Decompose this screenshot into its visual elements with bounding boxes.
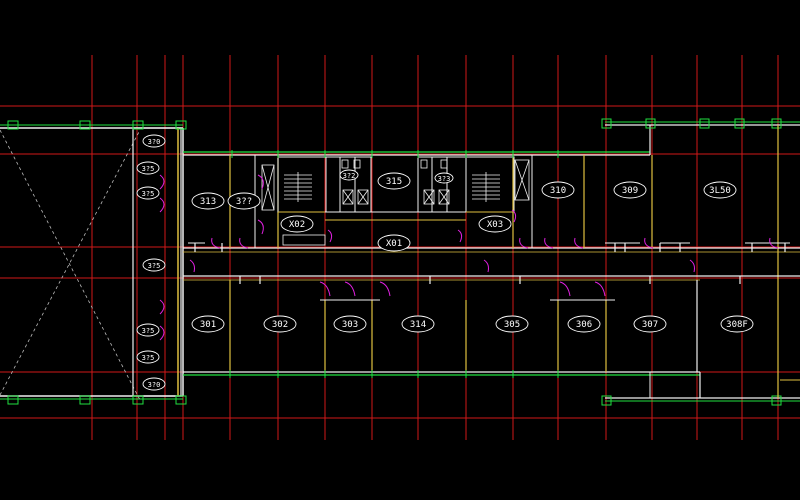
stair-right [472,172,500,202]
side-tag-label: 3?0 [148,381,161,389]
wc-tag-label: 3?3 [438,175,451,183]
wc-fixtures [341,159,450,205]
side-tag: 3?5 [136,186,160,200]
room-tag-302b: 302 [263,315,297,333]
room-tag-303b-label: 303 [342,320,358,330]
room-tag-303b: 303 [333,315,367,333]
side-tag: 3?5 [136,350,160,364]
wc-tags: 3?2 3?3 [339,169,454,184]
room-tag-301-corr: X01 [377,234,411,252]
side-tag-label: 3?5 [148,262,161,270]
side-tag-label: 3?5 [142,327,155,335]
room-tag-308f: 308F [720,315,754,333]
side-tag: 3?5 [136,161,160,175]
upper-partitions [229,155,653,248]
room-tag-3050: 3L50 [703,181,737,199]
room-tag-305: 305 [495,315,529,333]
room-tag-315-label: 315 [386,177,402,187]
atrium [0,120,187,405]
room-tag-314-label: 314 [410,320,426,330]
room-tag-305-label: 305 [504,320,520,330]
wc-tag: 3?3 [434,172,454,184]
room-tag-3050-label: 3L50 [709,186,731,196]
room-tag-303-label: X03 [487,220,503,230]
side-tag: 3?0 [142,377,166,391]
room-tag-314: 314 [401,315,435,333]
window-ticks [229,150,559,378]
room-tag-310-label: 310 [550,186,566,196]
room-tag-309: 309 [613,181,647,199]
room-tag-308f-label: 308F [726,320,748,330]
doors [189,174,779,297]
room-tag-unk1-label: 3?? [236,197,252,207]
side-tag-label: 3?0 [148,138,161,146]
corridor-walls [183,242,800,281]
room-tag-310: 310 [541,181,575,199]
side-tag: 3?5 [136,323,160,337]
shafts [261,159,530,246]
room-tag-306: 306 [567,315,601,333]
room-tag-301-corr-label: X01 [386,239,402,249]
side-tag-label: 3?5 [142,354,155,362]
wc-tag: 3?2 [339,169,359,181]
room-tag-302b-label: 302 [272,320,288,330]
side-tag: 3?0 [142,134,166,148]
room-tag-301-label: 301 [200,320,216,330]
wc-tag-label: 3?2 [343,172,356,180]
room-tag-306-label: 306 [576,320,592,330]
side-tag-label: 3?5 [142,165,155,173]
outer-walls [183,118,800,406]
side-tags: 3?0 3?5 3?5 3?5 3?5 3?5 3?0 [136,134,166,391]
room-tag-302-label: X02 [289,220,305,230]
room-tag-313-label: 313 [200,197,216,207]
room-tag-302: X02 [280,215,314,233]
corridor-marks [194,243,786,284]
side-tag-label: 3?5 [142,190,155,198]
stair-left [284,172,312,202]
room-tag-unk1: 3?? [227,192,261,210]
lower-partitions [229,280,698,372]
room-tag-307-label: 307 [642,320,658,330]
side-tag: 3?5 [142,258,166,272]
room-tag-309-label: 309 [622,186,638,196]
room-tag-315: 315 [377,172,411,190]
room-tag-313: 313 [191,192,225,210]
room-tag-307: 307 [633,315,667,333]
room-tag-303: X03 [478,215,512,233]
room-tag-301: 301 [191,315,225,333]
